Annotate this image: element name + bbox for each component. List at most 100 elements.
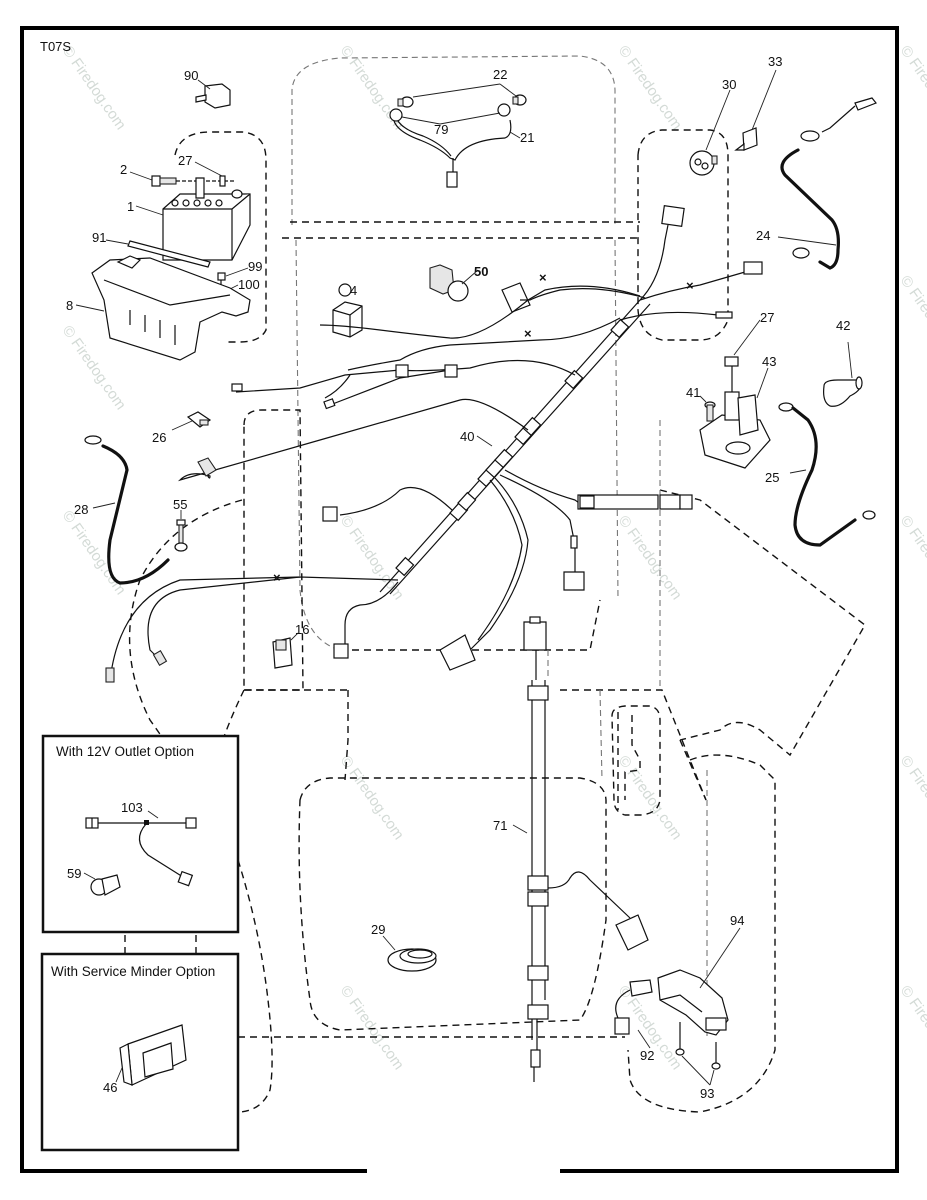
- ignition-switch-30[interactable]: [689, 150, 718, 176]
- callout-25[interactable]: 25: [765, 470, 779, 485]
- callout-1[interactable]: 1: [127, 199, 134, 214]
- headlight-group: 22 79 21: [389, 67, 534, 188]
- watermark-text: © Firedog.com: [59, 508, 129, 599]
- bulb-22-left[interactable]: [397, 96, 414, 108]
- callout-99[interactable]: 99: [248, 259, 262, 274]
- switch-group: 4 50: [332, 264, 531, 338]
- callout-30[interactable]: 30: [722, 77, 736, 92]
- bolt-2[interactable]: [151, 175, 161, 187]
- callout-33[interactable]: 33: [768, 54, 782, 69]
- bulb-22-right[interactable]: [512, 94, 527, 106]
- watermark-text: © Firedog.com: [337, 513, 407, 604]
- callout-22[interactable]: 22: [493, 67, 507, 82]
- fuse-26[interactable]: [186, 411, 212, 428]
- harness-71[interactable]: [523, 616, 649, 1082]
- boot-42[interactable]: [823, 376, 863, 407]
- callout-24[interactable]: 24: [756, 228, 770, 243]
- module-group: 94 92 93: [614, 913, 744, 1101]
- strap-91[interactable]: [127, 240, 211, 268]
- watermark-text: © Firedog.com: [337, 753, 407, 844]
- switch-29[interactable]: [387, 948, 437, 972]
- callout-21[interactable]: 21: [520, 130, 534, 145]
- callout-29[interactable]: 29: [371, 922, 385, 937]
- callout-42[interactable]: 42: [836, 318, 850, 333]
- callout-2[interactable]: 2: [120, 162, 127, 177]
- socket-79-right[interactable]: [497, 103, 511, 117]
- diagram-code: T07S: [40, 39, 71, 54]
- callout-103[interactable]: 103: [121, 800, 143, 815]
- callout-43[interactable]: 43: [762, 354, 776, 369]
- callout-59[interactable]: 59: [67, 866, 81, 881]
- watermark-text: © Firedog.com: [897, 43, 927, 134]
- screw-55[interactable]: [174, 519, 188, 552]
- callout-91[interactable]: 91: [92, 230, 106, 245]
- module-94[interactable]: [657, 969, 729, 1036]
- callout-92[interactable]: 92: [640, 1048, 654, 1063]
- switch-4[interactable]: [332, 301, 363, 338]
- callout-41[interactable]: 41: [686, 385, 700, 400]
- cable-24[interactable]: [780, 97, 877, 270]
- battery-1[interactable]: [162, 177, 251, 261]
- outlet-59[interactable]: [90, 874, 121, 896]
- callout-79[interactable]: 79: [434, 122, 448, 137]
- callout-93[interactable]: 93: [700, 1086, 714, 1101]
- cable-25[interactable]: [778, 402, 876, 547]
- callout-50[interactable]: 50: [474, 264, 488, 279]
- connector-92[interactable]: [614, 979, 653, 1035]
- inset-title-12v: With 12V Outlet Option: [56, 744, 194, 759]
- callout-94[interactable]: 94: [730, 913, 744, 928]
- socket-79-left[interactable]: [389, 108, 403, 122]
- watermark-text: © Firedog.com: [615, 513, 685, 604]
- watermark-text: © Firedog.com: [897, 753, 927, 844]
- switch-50[interactable]: [429, 264, 469, 302]
- callout-46[interactable]: 46: [103, 1080, 117, 1095]
- watermark-text: © Firedog.com: [897, 983, 927, 1074]
- callout-40[interactable]: 40: [460, 429, 474, 444]
- bulb-socket-left[interactable]: [197, 457, 217, 477]
- svg-text:×: ×: [539, 270, 547, 285]
- callout-4[interactable]: 4: [350, 283, 357, 298]
- key-33[interactable]: [734, 127, 758, 151]
- callout-28[interactable]: 28: [74, 502, 88, 517]
- connector-71[interactable]: [615, 914, 649, 951]
- callout-100[interactable]: 100: [238, 277, 260, 292]
- outlet-connector[interactable]: [177, 870, 194, 887]
- watermark-text: © Firedog.com: [897, 513, 927, 604]
- svg-text:×: ×: [273, 570, 281, 585]
- connector-square[interactable]: [501, 282, 531, 313]
- screws-93[interactable]: [675, 1022, 721, 1070]
- svg-text:×: ×: [524, 326, 532, 341]
- callout-71[interactable]: 71: [493, 818, 507, 833]
- inset-title-service-minder: With Service Minder Option: [51, 964, 215, 979]
- switch-16[interactable]: [272, 637, 293, 669]
- battery-box-8[interactable]: [91, 255, 251, 361]
- wire-cut-marks: × × × ×: [273, 270, 694, 585]
- callout-55[interactable]: 55: [173, 497, 187, 512]
- page-frame: [20, 26, 899, 1173]
- inset-12v-outlet: With 12V Outlet Option 103 59: [41, 734, 240, 934]
- callout-16[interactable]: 16: [295, 622, 309, 637]
- nut-27[interactable]: [219, 175, 226, 187]
- main-harness-40[interactable]: [105, 205, 763, 683]
- ground-cable-28[interactable]: [84, 435, 170, 585]
- callout-8[interactable]: 8: [66, 298, 73, 313]
- callout-27-battery[interactable]: 27: [178, 153, 192, 168]
- callout-26[interactable]: 26: [152, 430, 166, 445]
- battery-group: 90 2 27 1 91: [66, 68, 262, 361]
- connector-90[interactable]: [195, 83, 231, 109]
- nut-27-solenoid[interactable]: [724, 356, 739, 367]
- ignition-group: 30 33 24: [689, 54, 877, 270]
- solenoid-43[interactable]: [699, 366, 771, 469]
- watermark-text: © Firedog.com: [897, 273, 927, 364]
- headlight-connector[interactable]: [446, 171, 458, 188]
- callout-90[interactable]: 90: [184, 68, 198, 83]
- watermark-text: © Firedog.com: [59, 43, 129, 134]
- solenoid-group: 27 43 41 42 25: [686, 310, 876, 547]
- screw-41[interactable]: [704, 401, 716, 422]
- harness-sleeves: [395, 318, 630, 577]
- callout-27-solenoid[interactable]: 27: [760, 310, 774, 325]
- inset-service-minder: With Service Minder Option 46: [40, 952, 240, 1152]
- service-minder-46[interactable]: [119, 1024, 187, 1086]
- watermark-text: © Firedog.com: [615, 43, 685, 134]
